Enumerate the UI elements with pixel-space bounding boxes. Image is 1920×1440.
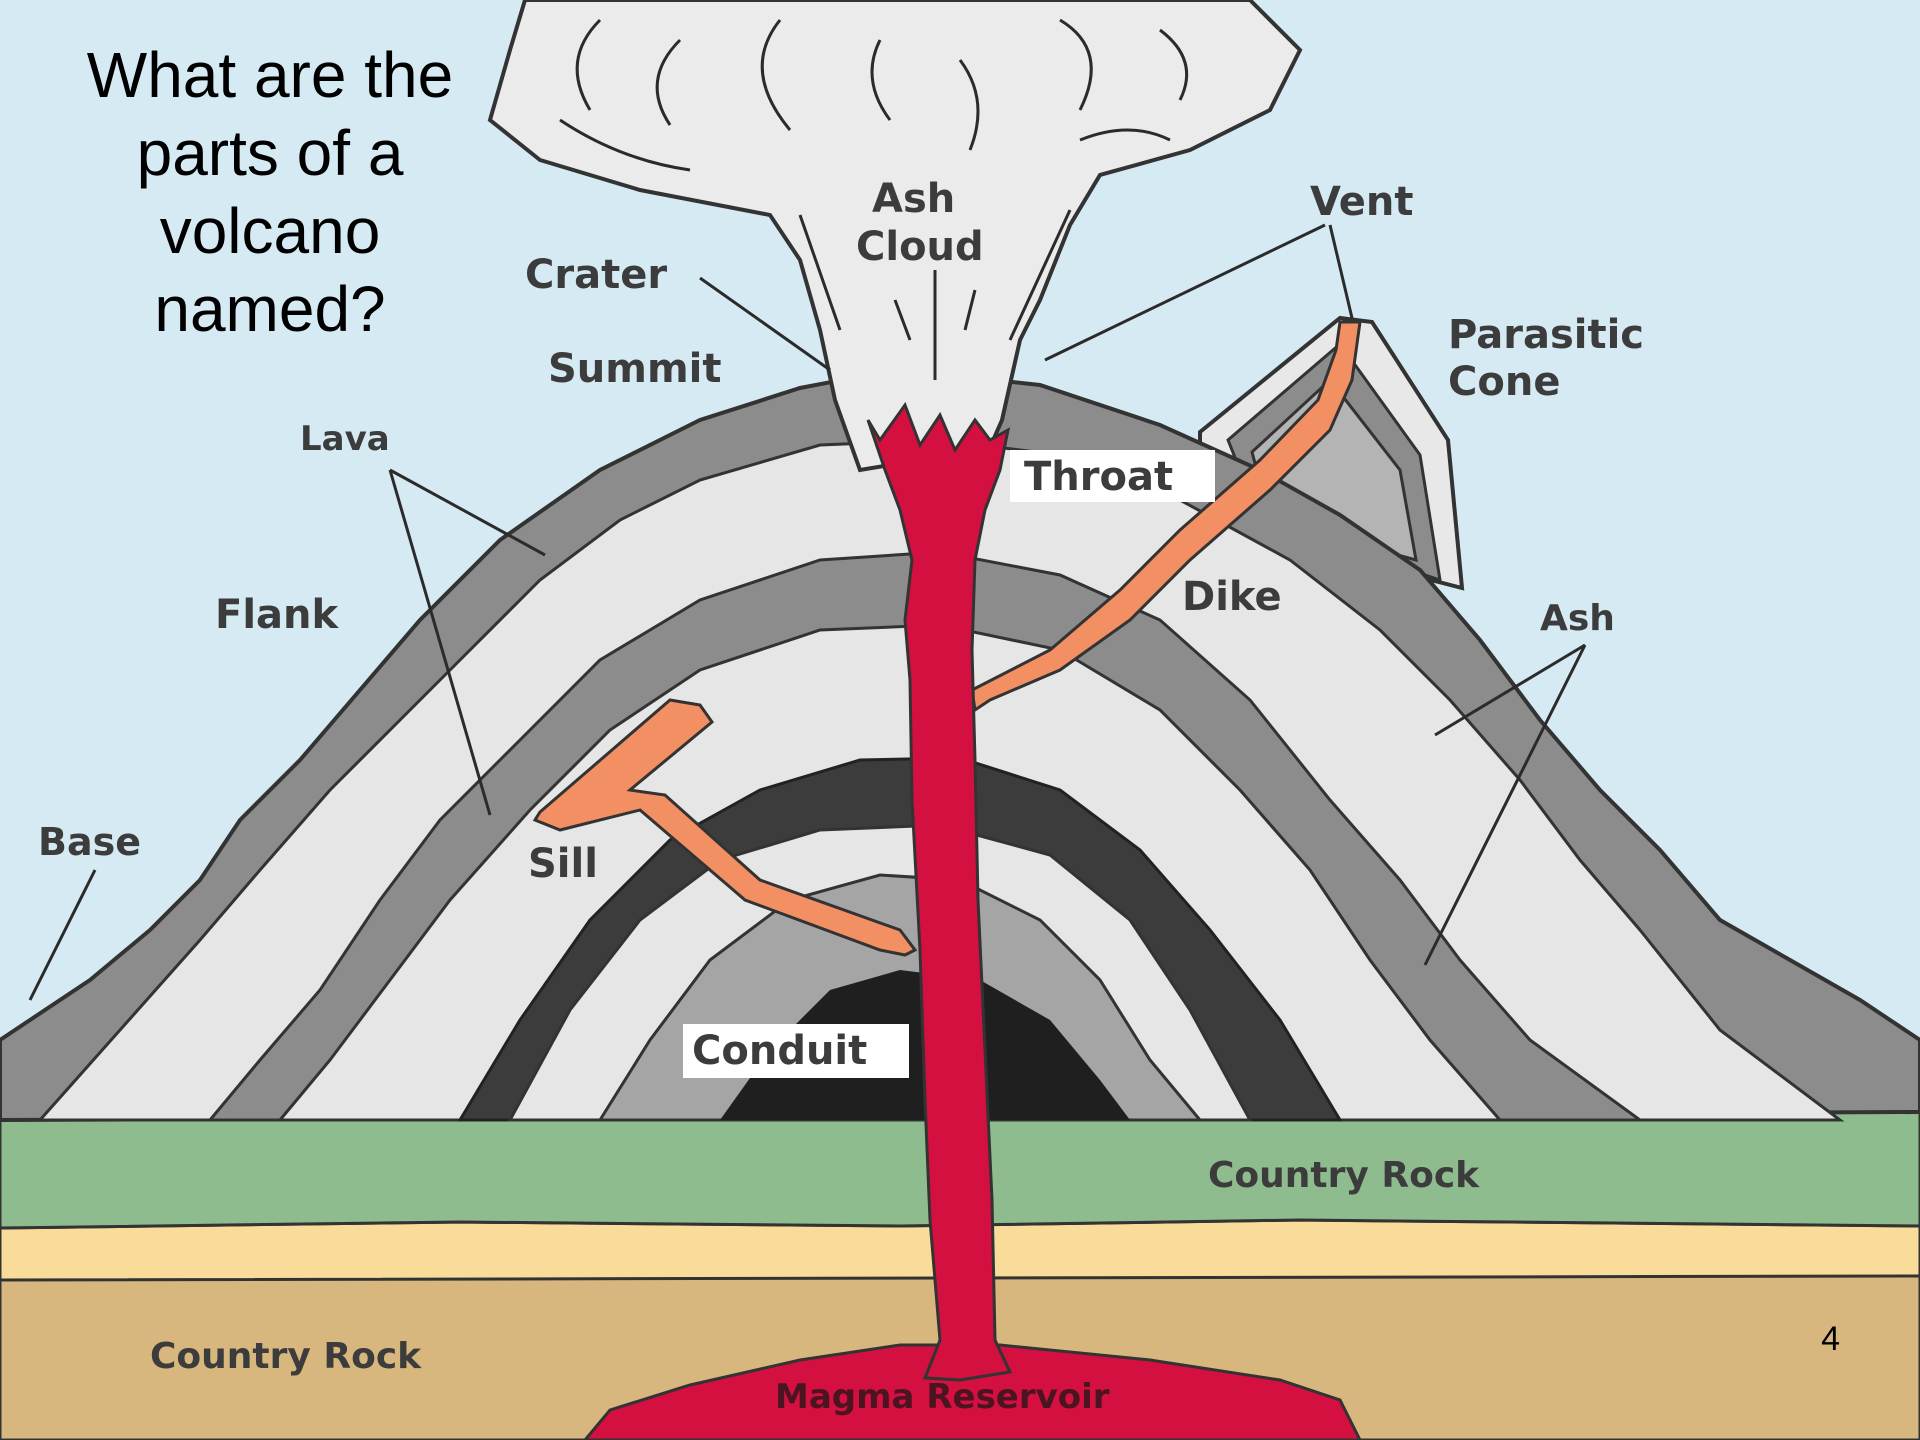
- ash-label: Ash: [1540, 598, 1615, 639]
- slide-question: What are the parts of a volcano named?: [60, 36, 480, 348]
- summit-label: Summit: [548, 346, 721, 392]
- magma-reservoir-label: Magma Reservoir: [775, 1377, 1110, 1417]
- dike-label: Dike: [1182, 574, 1282, 620]
- lava-label: Lava: [300, 419, 390, 459]
- vent-label: Vent: [1310, 179, 1414, 225]
- throat-label: Throat: [1024, 454, 1173, 500]
- parasitic-cone-label-line2: Cone: [1448, 359, 1560, 405]
- slide-number: 4: [1760, 1320, 1840, 1359]
- crater-label: Crater: [525, 252, 667, 298]
- ash-cloud-label-line1: Ash: [872, 176, 955, 222]
- sill-label: Sill: [528, 841, 598, 887]
- base-label: Base: [38, 820, 141, 864]
- ash-cloud-label-line2: Cloud: [856, 224, 984, 270]
- conduit-label: Conduit: [692, 1028, 867, 1074]
- parasitic-cone-label-line1: Parasitic: [1448, 312, 1644, 358]
- country-rock-lower-label: Country Rock: [150, 1336, 422, 1377]
- country-rock-upper-label: Country Rock: [1208, 1155, 1480, 1196]
- flank-label: Flank: [215, 592, 340, 638]
